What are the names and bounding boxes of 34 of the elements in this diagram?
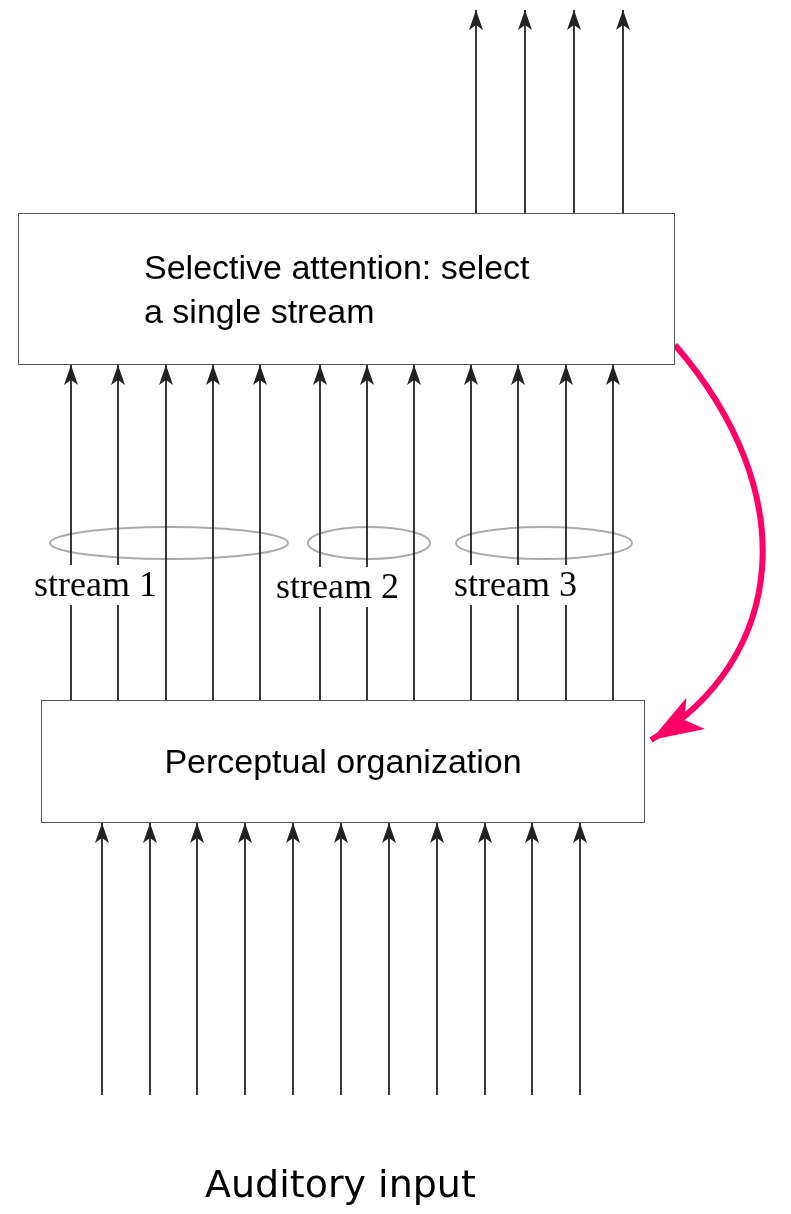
arrow <box>464 364 478 701</box>
arrow <box>190 822 204 1096</box>
arrow <box>567 9 581 214</box>
arrow <box>559 364 573 701</box>
stream-label: stream 2 <box>276 567 399 607</box>
arrow <box>238 822 252 1096</box>
arrow <box>430 822 444 1096</box>
box-text: Perceptual organization <box>164 741 522 783</box>
arrow <box>334 822 348 1096</box>
arrow <box>64 364 78 701</box>
process-box <box>18 213 675 365</box>
arrow <box>469 9 483 214</box>
arrow <box>525 822 539 1096</box>
arrow <box>518 9 532 214</box>
arrow <box>253 364 267 701</box>
arrow <box>95 822 109 1096</box>
arrow <box>159 364 173 701</box>
arrow <box>616 9 630 214</box>
arrow <box>286 822 300 1096</box>
input-label: Auditory input <box>205 1162 476 1206</box>
process-box <box>41 700 645 823</box>
arrow <box>606 364 620 701</box>
box-text: Selective attention: select a single stream <box>144 246 531 332</box>
arrow <box>478 822 492 1096</box>
stream-label: stream 1 <box>34 565 157 605</box>
arrow <box>382 822 396 1096</box>
stream-label: stream 3 <box>454 565 577 605</box>
arrow <box>206 364 220 701</box>
arrow <box>573 822 587 1096</box>
feedback-arrow <box>649 343 765 743</box>
arrow <box>407 364 421 701</box>
arrow <box>143 822 157 1096</box>
arrow <box>511 364 525 701</box>
arrow <box>111 364 125 701</box>
